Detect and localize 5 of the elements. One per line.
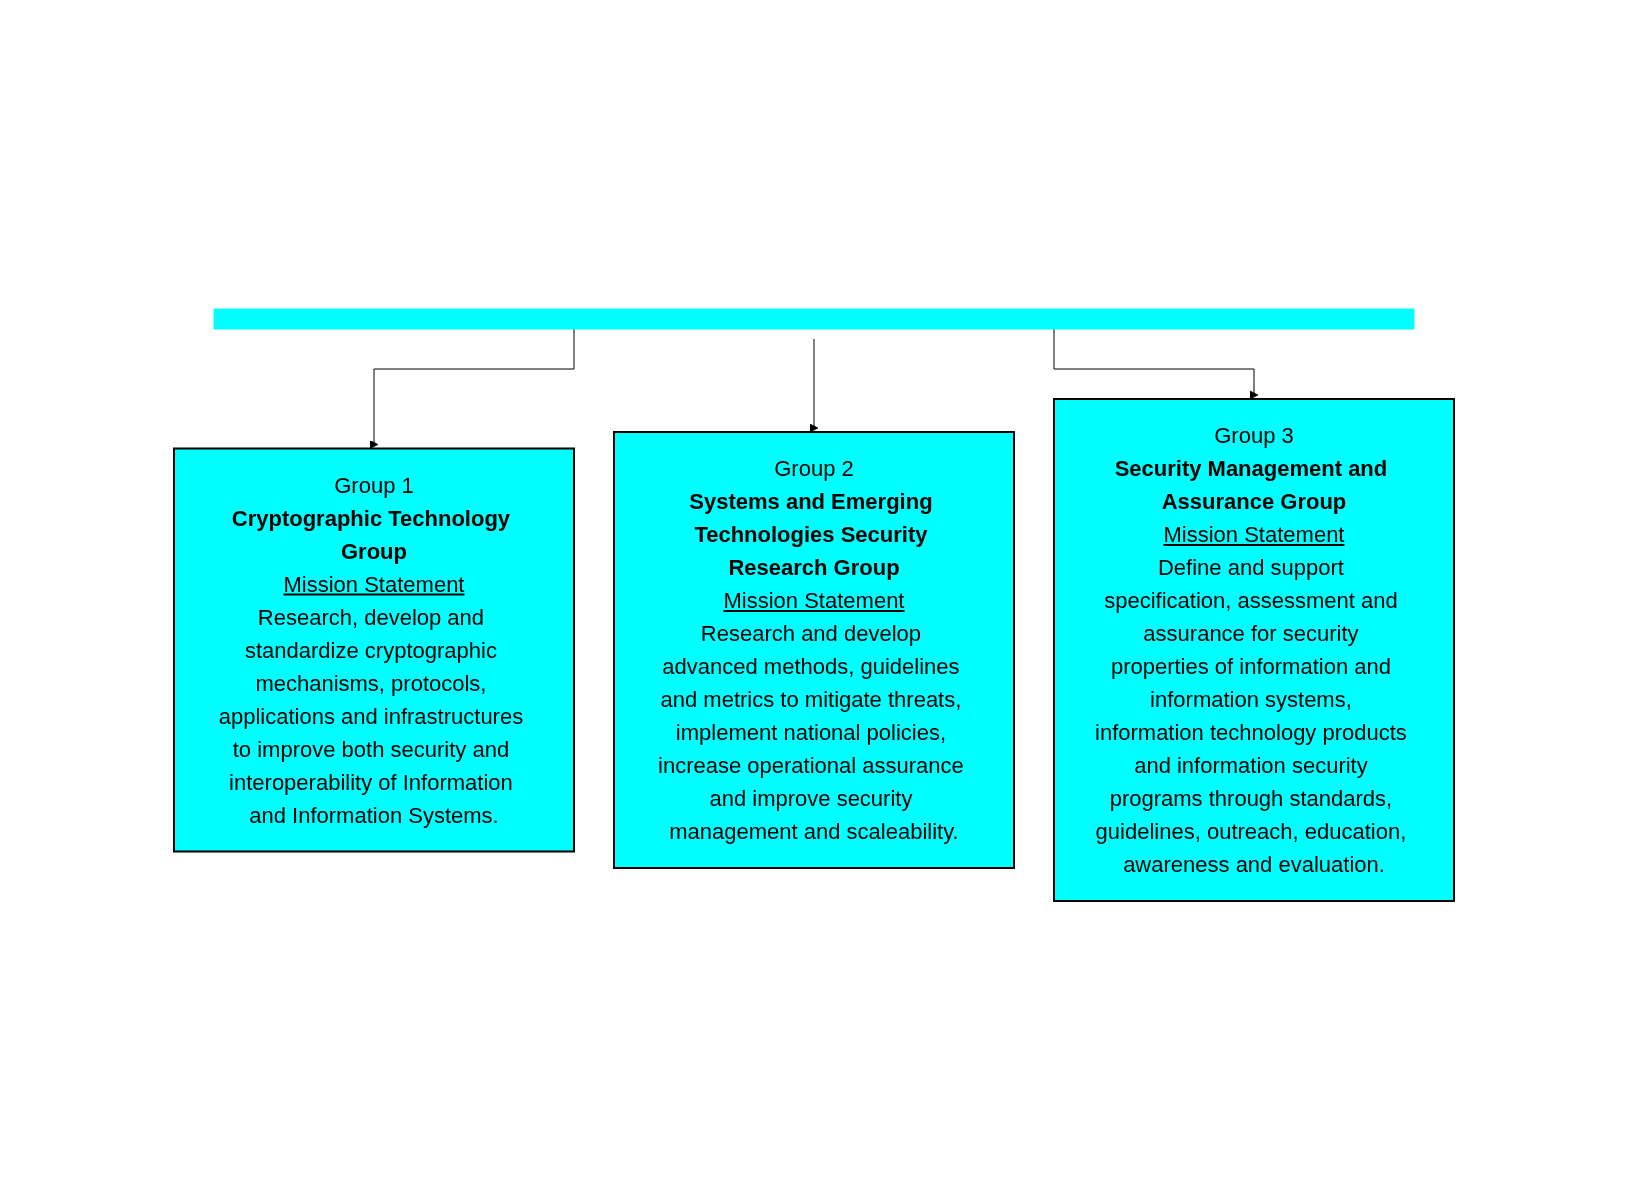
arrow [809, 338, 819, 432]
node-box: Group 2 Systems and Emerging Technologies Security Research Group Mission Statement Research and develop advanced methods, guidelines and metrics to mitigate threats, implement national policies, increase operational assurance and improve security management and scaleability. [613, 430, 1015, 869]
node-box: Group 1 Cryptographic Technology Group Mission Statement Research, develop and standardize cryptographic mechanisms, protocols, applications and infrastructures to improve both security and interoperability of Information and Information Systems. [173, 447, 575, 852]
node-bar [213, 308, 1415, 329]
node-box: Group 3 Security Management and Assurance Group Mission Statement Define and support specification, assessment and assurance for security properties of information and information systems, information technology products and information security programs through standards, guidelines, outreach, education, awareness and evaluation. [1053, 397, 1455, 902]
